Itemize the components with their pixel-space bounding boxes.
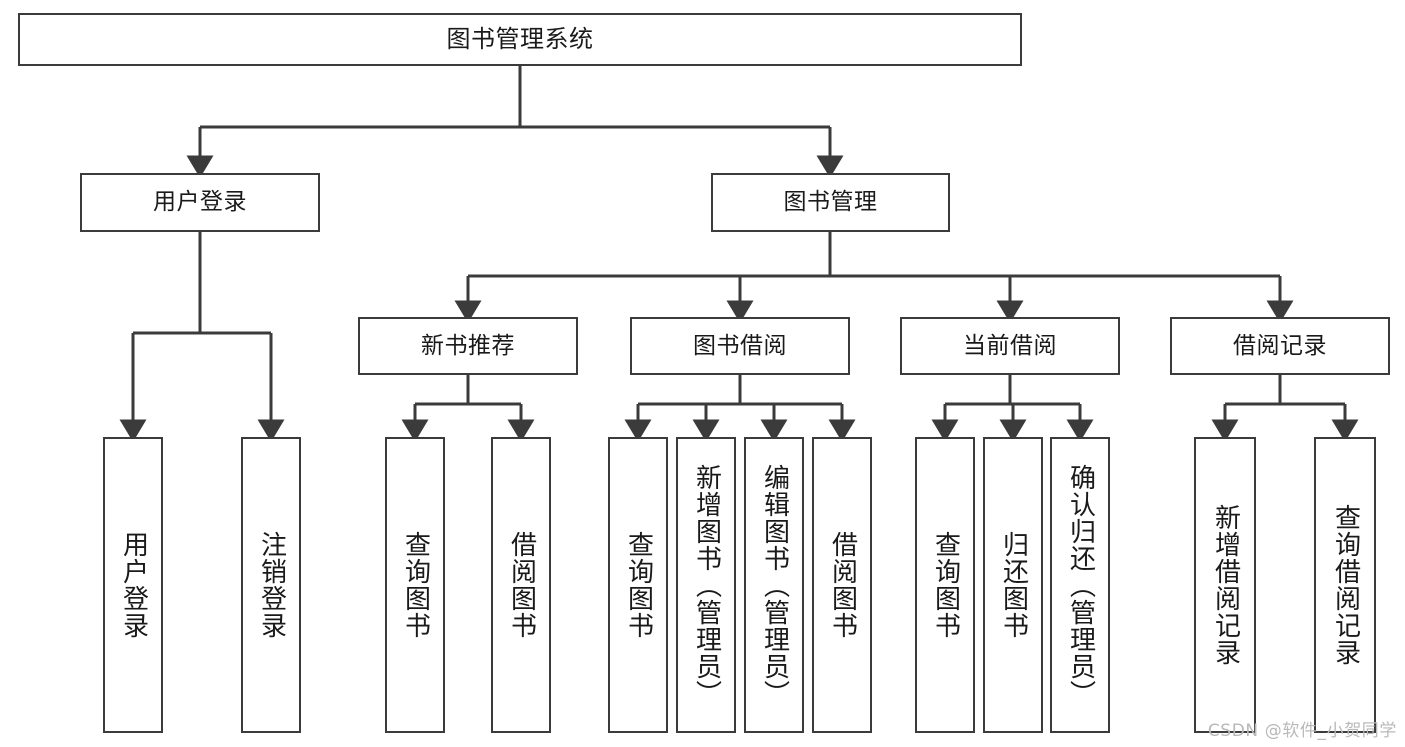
node-leaf-user-login[interactable]: 用户登录 xyxy=(103,437,163,733)
node-label: 归还图书 xyxy=(998,531,1029,639)
node-new-book-recommend[interactable]: 新书推荐 xyxy=(358,317,578,375)
node-label: 查询图书 xyxy=(623,531,654,639)
node-leaf-edit-book-admin[interactable]: 编辑图书（管理员） xyxy=(744,437,804,733)
node-leaf-query-book-recommend[interactable]: 查询图书 xyxy=(385,437,445,733)
node-label: 查询借阅记录 xyxy=(1330,504,1361,666)
node-user-login[interactable]: 用户登录 xyxy=(80,173,320,232)
node-label: 注销登录 xyxy=(256,531,287,639)
node-leaf-add-book-admin[interactable]: 新增图书（管理员） xyxy=(676,437,736,733)
node-borrow-record[interactable]: 借阅记录 xyxy=(1170,317,1390,375)
node-leaf-borrow-book[interactable]: 借阅图书 xyxy=(812,437,872,733)
node-label: 图书借阅 xyxy=(693,332,787,359)
node-root-system[interactable]: 图书管理系统 xyxy=(18,13,1022,66)
node-leaf-user-logout[interactable]: 注销登录 xyxy=(241,437,301,733)
node-leaf-borrow-book-recommend[interactable]: 借阅图书 xyxy=(491,437,551,733)
node-label: 用户登录 xyxy=(153,189,247,216)
node-leaf-add-borrow-record[interactable]: 新增借阅记录 xyxy=(1194,437,1256,733)
node-label: 编辑图书（管理员） xyxy=(759,463,790,707)
node-label: 新增图书（管理员） xyxy=(691,463,722,707)
node-label: 用户登录 xyxy=(118,531,149,639)
node-label: 当前借阅 xyxy=(963,332,1057,359)
node-leaf-query-book-current[interactable]: 查询图书 xyxy=(915,437,975,733)
node-label: 图书管理 xyxy=(783,189,878,216)
node-label: 新书推荐 xyxy=(421,332,515,359)
node-book-borrow[interactable]: 图书借阅 xyxy=(630,317,850,375)
node-leaf-query-book-borrow[interactable]: 查询图书 xyxy=(608,437,668,733)
node-book-management[interactable]: 图书管理 xyxy=(711,173,950,232)
node-leaf-return-book[interactable]: 归还图书 xyxy=(983,437,1043,733)
node-label: 查询图书 xyxy=(400,531,431,639)
node-label: 图书管理系统 xyxy=(446,24,594,53)
node-label: 确认归还（管理员） xyxy=(1065,463,1096,707)
node-label: 借阅图书 xyxy=(827,531,858,639)
node-leaf-query-borrow-record[interactable]: 查询借阅记录 xyxy=(1314,437,1376,733)
node-label: 新增借阅记录 xyxy=(1210,504,1241,666)
csdn-watermark: CSDN @软件_小贺同学 xyxy=(1207,721,1397,741)
node-label: 借阅记录 xyxy=(1233,332,1327,359)
node-label: 借阅图书 xyxy=(506,531,537,639)
node-label: 查询图书 xyxy=(930,531,961,639)
node-leaf-confirm-return-admin[interactable]: 确认归还（管理员） xyxy=(1050,437,1110,733)
node-current-borrow[interactable]: 当前借阅 xyxy=(900,317,1120,375)
